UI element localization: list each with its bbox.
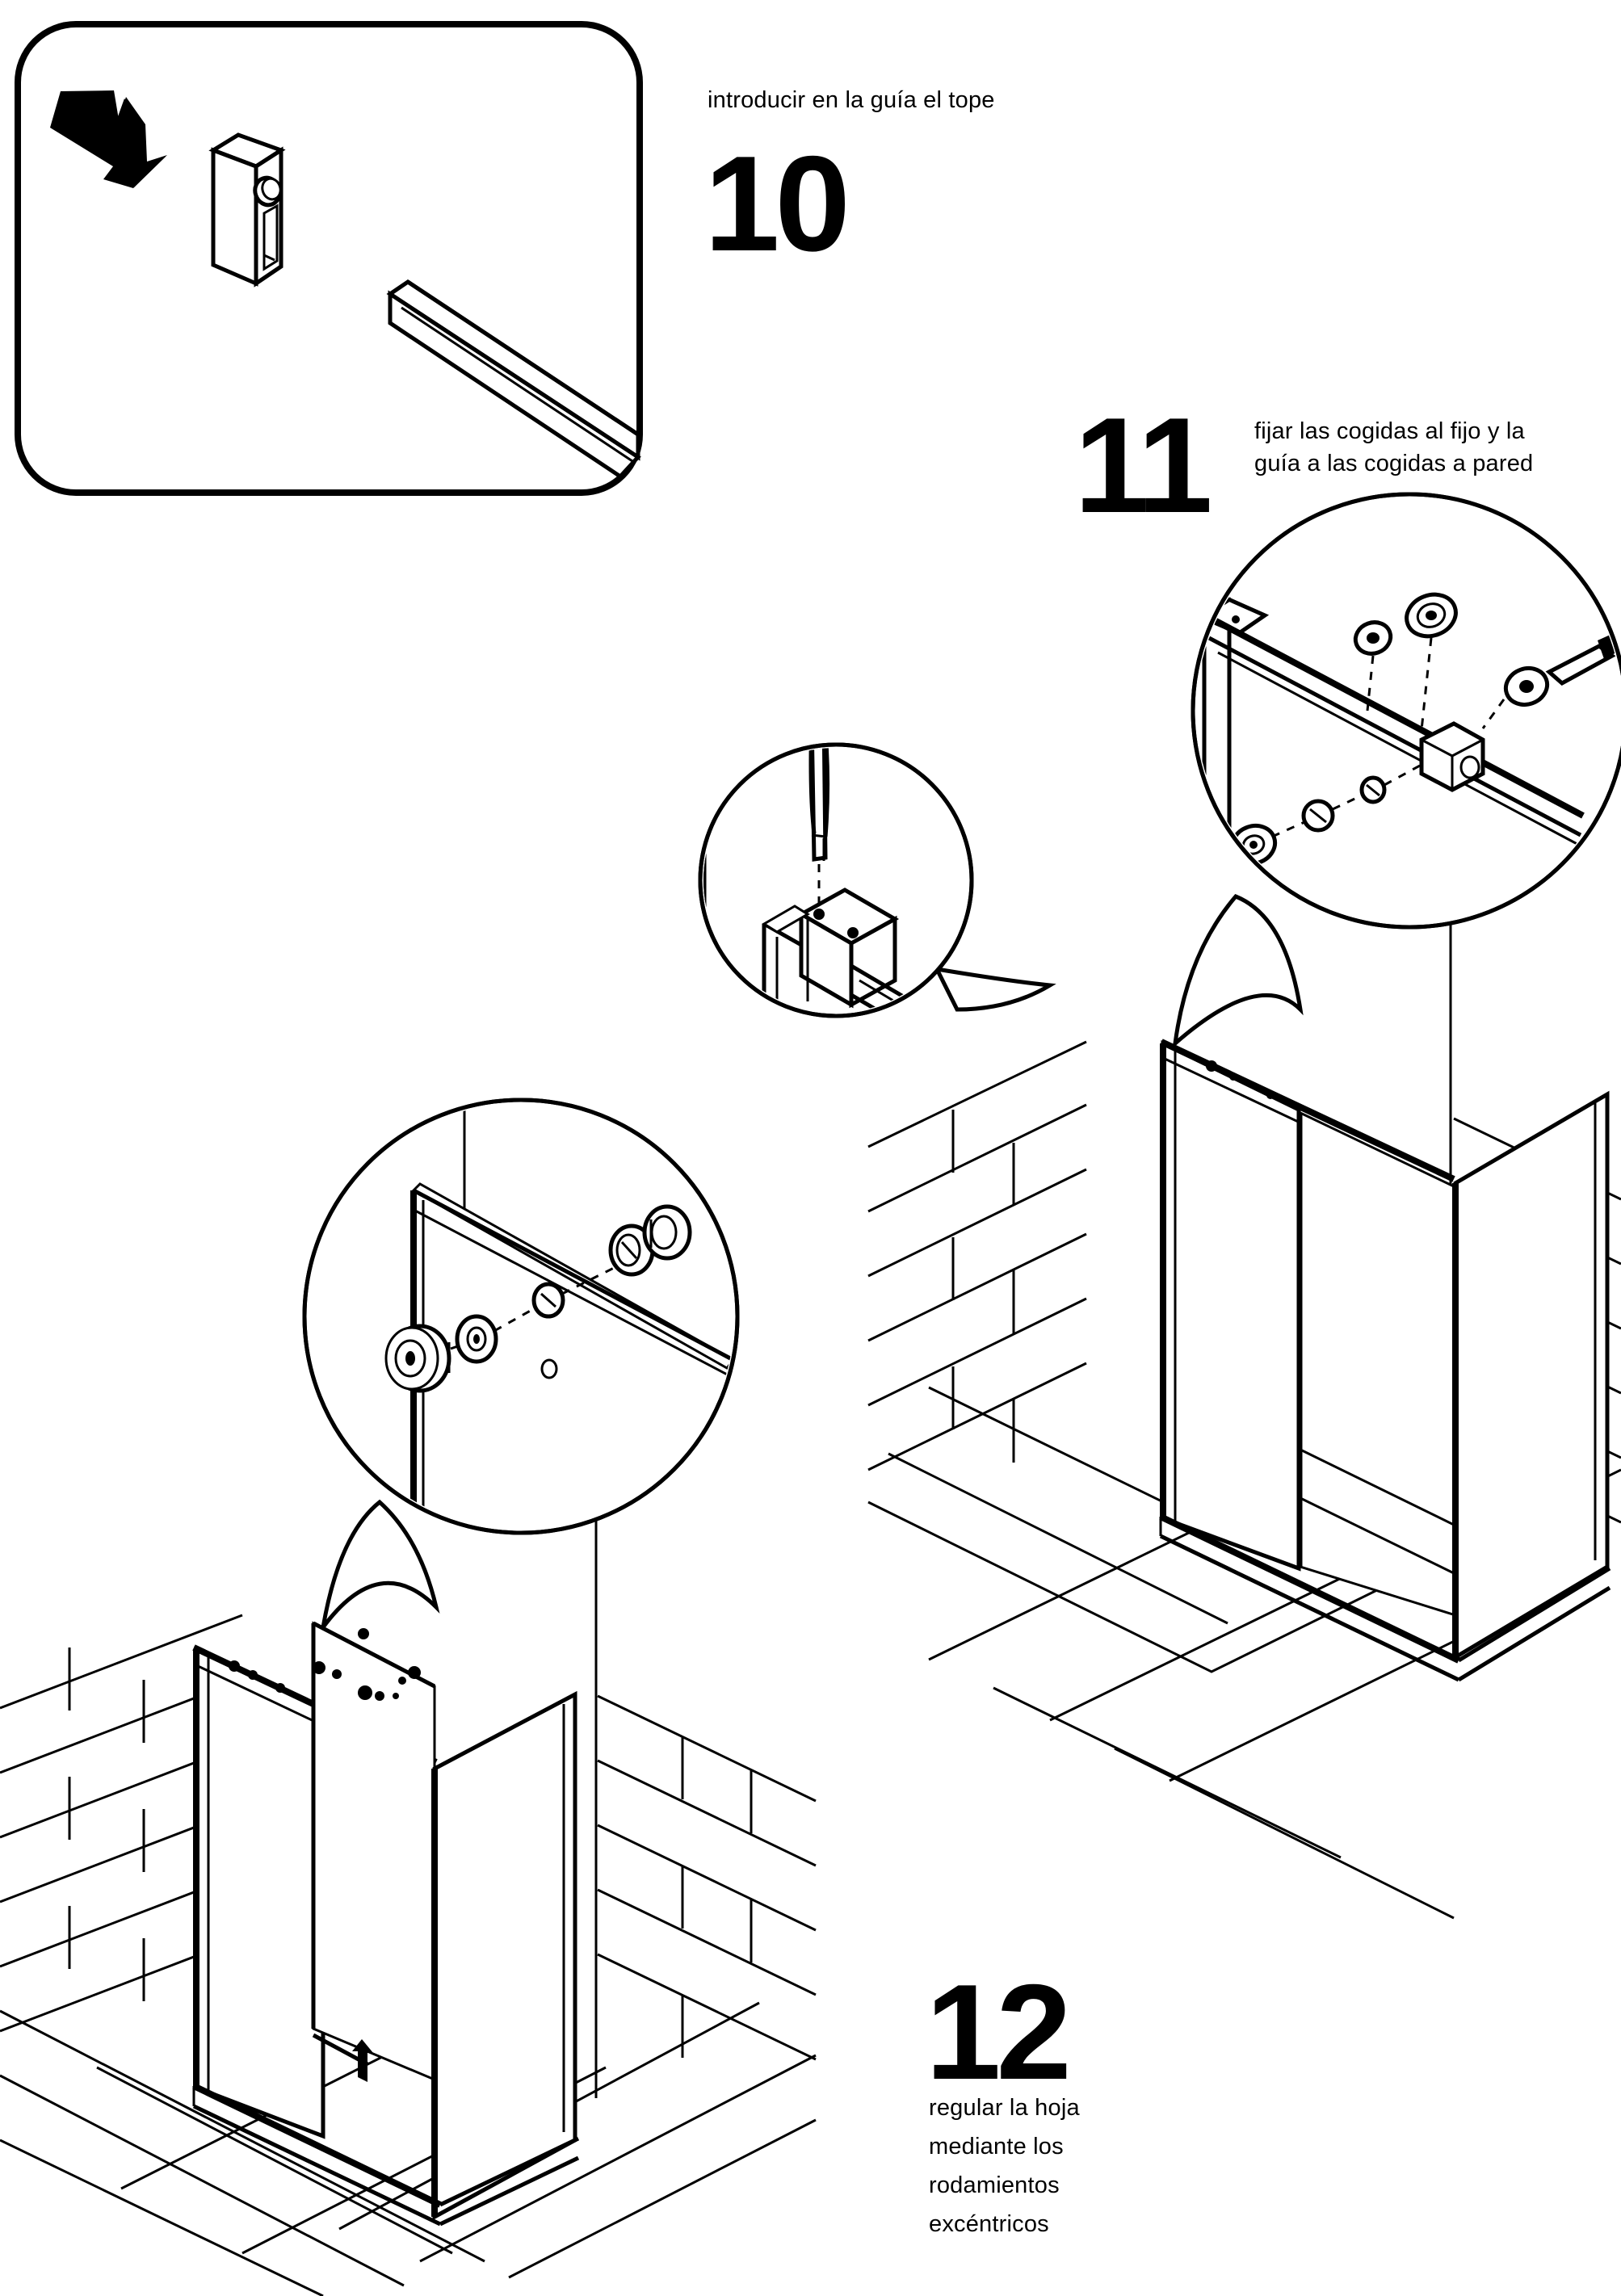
step-12-caption-line-1: regular la hoja [929,2095,1080,2121]
wall-tiles-right-lower [597,1694,817,2061]
step-11-scene [698,492,1621,1920]
step-12-caption-line-3: rodamientos [929,2172,1060,2198]
wall-tiles-left-upper [867,1040,1087,1471]
step-12-scene [0,1098,817,2296]
tope-block [208,132,286,288]
step-12-caption-line-4: excéntricos [929,2211,1049,2237]
shower-enclosure-lower [192,1621,580,2227]
step-12-caption-line-2: mediante los [929,2134,1064,2160]
step-12-number: 12 [926,1956,1072,2108]
callout-eccentric-bearing-detail [302,1098,740,1629]
callout-rail-fixing-detail [698,742,1056,1018]
step-10-panel [15,21,643,496]
step-10-number: 10 [704,128,850,279]
step-11-caption-line-2: guía a las cogidas a pared [1254,451,1534,476]
guide-rail [386,279,641,480]
callout-bracket-detail [1172,492,1621,1049]
step-11-caption-line-1: fijar las cogidas al fijo y la [1254,418,1525,444]
step-10-caption: introducir en la guía el tope [708,87,995,113]
step-11-number: 11 [1074,389,1213,541]
shower-enclosure-upper [1159,1039,1611,1682]
